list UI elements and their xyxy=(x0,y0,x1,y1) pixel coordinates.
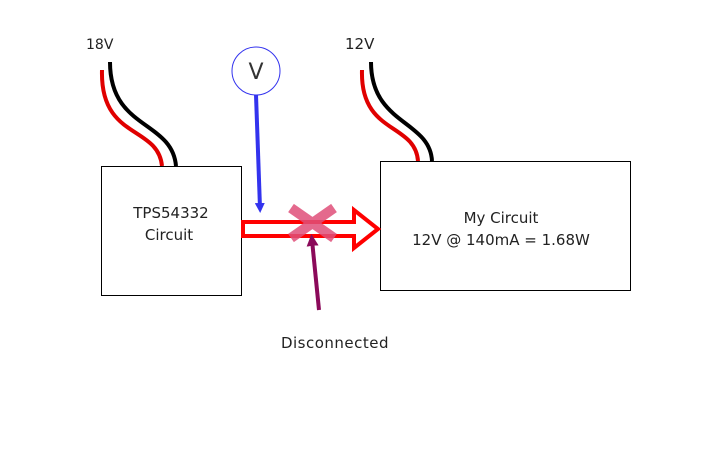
regulator-name: TPS54332 xyxy=(132,204,208,222)
load-power-spec: 12V @ 140mA = 1.68W xyxy=(412,231,590,249)
cross-x-icon xyxy=(288,203,337,243)
load-block: My Circuit 12V @ 140mA = 1.68W xyxy=(380,161,631,291)
voltmeter-label: V xyxy=(248,60,263,85)
source-voltage-label: 18V xyxy=(86,37,114,53)
output-wire-positive xyxy=(359,69,420,162)
voltmeter-probe-arrow xyxy=(254,94,265,213)
regulator-block: TPS54332 Circuit xyxy=(101,166,242,296)
output-wire-negative xyxy=(369,61,434,162)
load-block-border xyxy=(380,161,631,291)
voltmeter: V xyxy=(231,46,281,213)
input-wire-negative xyxy=(108,61,178,167)
load-name: My Circuit xyxy=(464,209,539,227)
input-wire-pair xyxy=(99,61,178,167)
input-wire-positive xyxy=(99,69,164,167)
disconnect-pointer-arrow xyxy=(306,234,321,311)
regulator-block-border xyxy=(101,166,242,296)
output-wire-pair xyxy=(359,61,434,162)
disconnected-label: Disconnected xyxy=(281,334,389,352)
regulator-subtitle: Circuit xyxy=(145,226,193,244)
output-voltage-label: 12V xyxy=(345,35,375,53)
